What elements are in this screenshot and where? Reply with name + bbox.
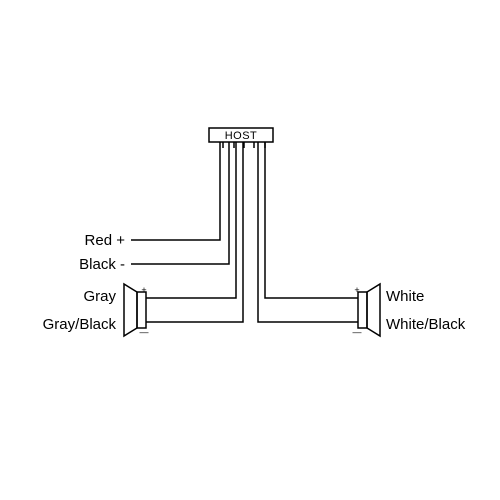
right-speaker-minus: — [353,327,362,337]
red-plus-label: Red + [85,232,126,249]
white-label: White [386,288,424,305]
host-label: HOST [225,130,258,142]
gray-black-line [146,142,244,323]
white-line [264,142,358,299]
white-black-wire: White/Black [257,142,466,333]
right-speaker-icon: + — [353,282,381,338]
host-box [208,127,274,143]
right-speaker-plus: + [354,285,359,295]
gray-wire: Gray [83,142,237,305]
left-speaker-magnet [136,291,147,329]
gray-line [146,142,237,299]
white-black-label: White/Black [386,316,466,333]
gray-black-label: Gray/Black [43,316,117,333]
host-connector: HOST [208,127,274,143]
gray-black-wire: Gray/Black [43,142,244,333]
red-plus-wire: Red + [85,142,221,249]
red-plus-line [131,142,221,241]
black-minus-wire: Black - [79,142,230,273]
left-speaker-plus: + [141,285,146,295]
gray-label: Gray [83,288,116,305]
black-minus-label: Black - [79,256,125,273]
connector-pins [222,142,266,148]
black-minus-line [131,142,230,265]
white-black-line [257,142,358,323]
left-speaker-icon: + — [123,282,149,338]
left-speaker-minus: — [140,327,149,337]
right-speaker-magnet [357,291,368,329]
left-speaker-cone [123,282,138,338]
white-wire: White [264,142,424,305]
right-speaker-cone [366,282,381,338]
